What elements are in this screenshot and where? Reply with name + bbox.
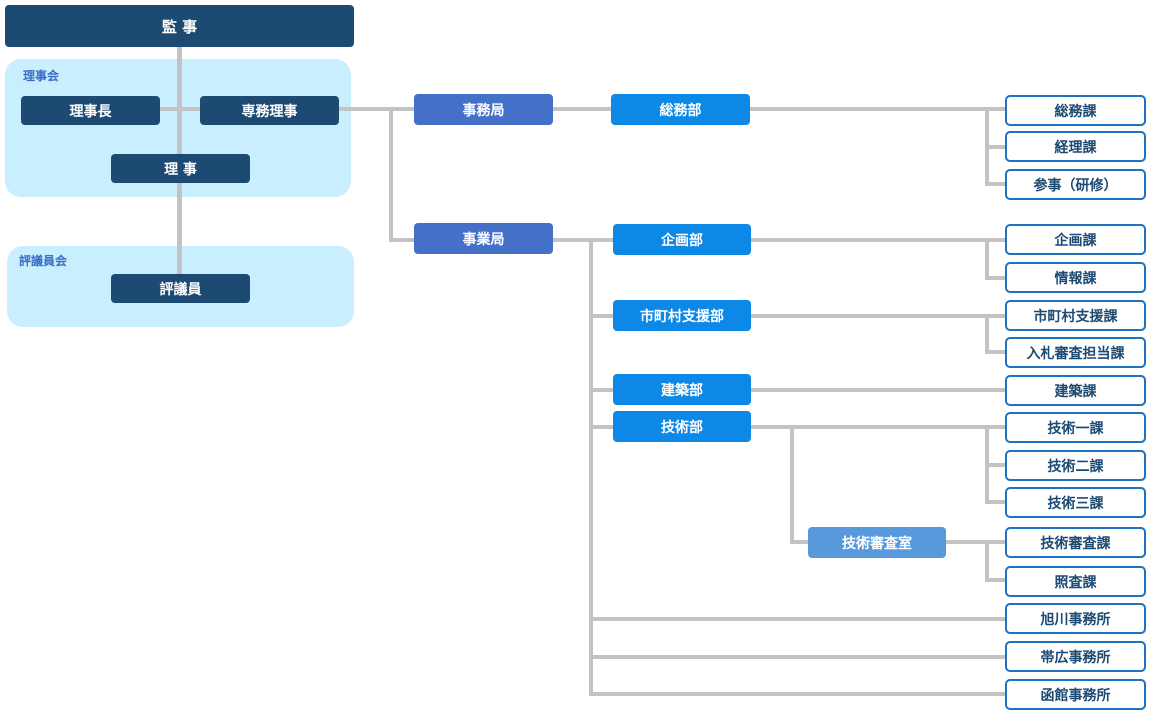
municipal-support-dept-box: 市町村支援部 <box>613 300 751 331</box>
office-obihiro: 帯広事務所 <box>1005 641 1146 672</box>
connector-line <box>790 425 794 542</box>
connector-line <box>985 540 989 581</box>
construction-dept-box: 建築部 <box>613 374 751 405</box>
connector-line <box>985 145 1005 149</box>
connector-line <box>985 238 989 279</box>
connector-line <box>790 540 808 544</box>
section-planning: 企画課 <box>1005 224 1146 255</box>
connector-line <box>589 425 613 429</box>
connector-line <box>750 314 1005 318</box>
connector-line <box>750 238 1005 242</box>
section-verification: 照査課 <box>1005 566 1146 597</box>
connector-line <box>339 107 414 111</box>
board-of-directors-label: 理事会 <box>23 69 60 83</box>
auditor-box: 監 事 <box>5 5 354 47</box>
section-municipal-support: 市町村支援課 <box>1005 300 1146 331</box>
section-counselor: 参事（研修） <box>1005 169 1146 200</box>
connector-line <box>985 276 1005 280</box>
general-affairs-dept-box: 総務部 <box>611 94 750 125</box>
secretariat-box: 事務局 <box>414 94 553 125</box>
section-engineering-2: 技術二課 <box>1005 450 1146 481</box>
chairman-box: 理事長 <box>21 96 160 125</box>
connector-line <box>389 238 414 242</box>
connector-line <box>589 388 613 392</box>
planning-dept-box: 企画部 <box>613 224 751 255</box>
technical-review-office-box: 技術審査室 <box>808 527 946 558</box>
connector-line <box>553 107 611 111</box>
connector-line <box>589 238 593 695</box>
connector-line <box>589 617 1005 621</box>
connector-line <box>750 425 1005 429</box>
connector-line <box>160 107 200 111</box>
connector-line <box>553 238 613 242</box>
connector-line <box>589 692 1005 696</box>
office-asahikawa: 旭川事務所 <box>1005 603 1146 634</box>
connector-line <box>389 107 393 241</box>
engineering-dept-box: 技術部 <box>613 411 751 442</box>
connector-line <box>985 463 1005 467</box>
section-accounting: 経理課 <box>1005 131 1146 162</box>
section-construction: 建築課 <box>1005 375 1146 406</box>
connector-line <box>589 314 613 318</box>
section-engineering-3: 技術三課 <box>1005 487 1146 518</box>
section-engineering-1: 技術一課 <box>1005 412 1146 443</box>
connector-line <box>985 578 1005 582</box>
council-label: 評議員会 <box>19 254 68 268</box>
office-hakodate: 函館事務所 <box>1005 679 1146 710</box>
section-general-affairs: 総務課 <box>1005 95 1146 126</box>
connector-line <box>985 182 1005 186</box>
connector-line <box>945 540 1005 544</box>
managing-director-box: 専務理事 <box>200 96 339 125</box>
operations-bureau-box: 事業局 <box>414 223 553 254</box>
section-bid-review: 入札審査担当課 <box>1005 337 1146 368</box>
director-box: 理 事 <box>111 154 250 183</box>
connector-line <box>589 655 1005 659</box>
connector-line <box>985 500 1005 504</box>
connector-line <box>985 314 989 353</box>
connector-line <box>750 388 1005 392</box>
section-technical-review: 技術審査課 <box>1005 527 1146 558</box>
connector-line <box>985 350 1005 354</box>
connector-line <box>749 107 1005 111</box>
section-information: 情報課 <box>1005 262 1146 293</box>
councillor-box: 評議員 <box>111 274 250 303</box>
